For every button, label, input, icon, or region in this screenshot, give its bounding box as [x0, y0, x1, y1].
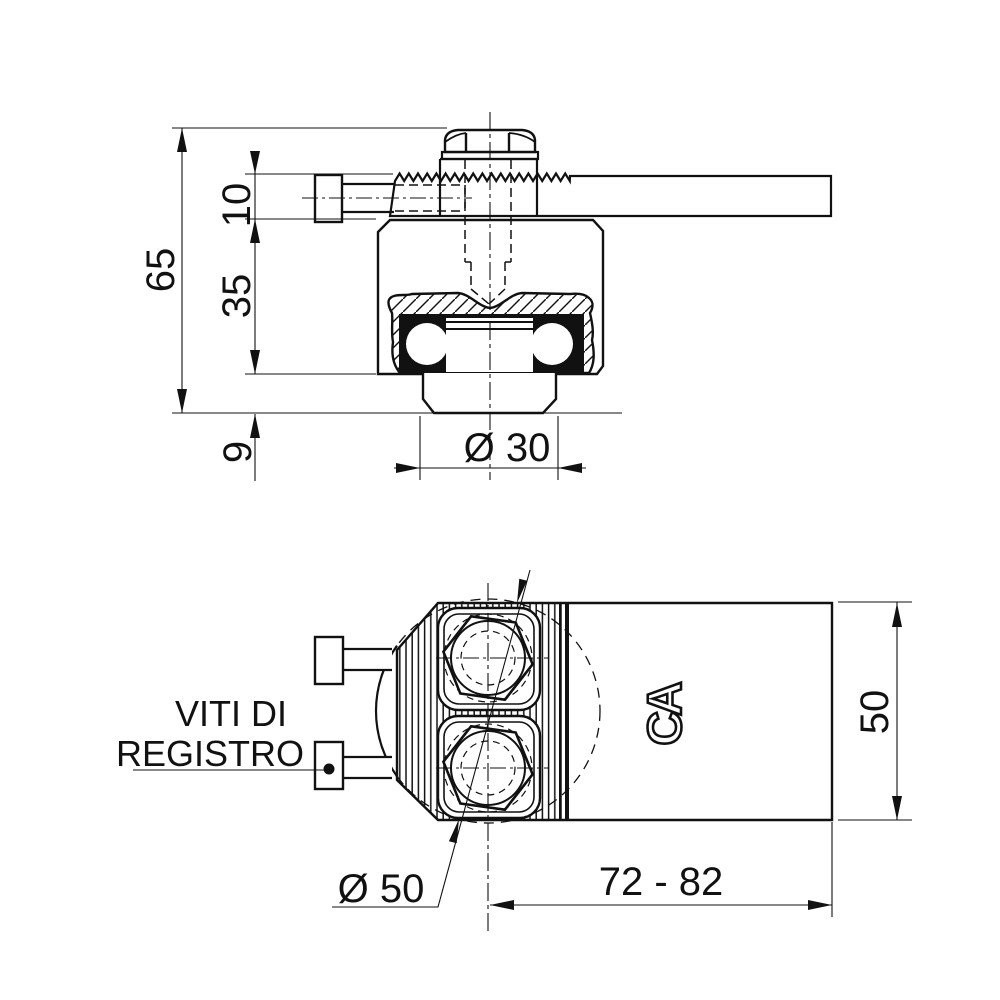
label-leader-dot [323, 763, 335, 775]
dim-adjustment-range: 72 - 82 [599, 860, 724, 904]
clamp-block-edges [438, 157, 539, 216]
dim-total-height: 65 [139, 248, 183, 293]
clamp-block [440, 158, 537, 216]
adjusting-screws-label: VITI DI REGISTRO [116, 693, 335, 775]
dim-body-height: 35 [215, 274, 259, 319]
dim-bar-thickness: 10 [215, 183, 259, 228]
plan-view: CA Ø 50 VITI DI REGISTRO 50 72 - 82 [116, 569, 912, 935]
dim-body-width: 50 [853, 690, 897, 735]
hex-bolt-head [443, 128, 537, 154]
serrated-bar [388, 171, 833, 218]
adjusting-screws-label-line2: REGISTRO [116, 733, 304, 774]
dim-adjustment-range-group: 72 - 82 [490, 822, 833, 917]
ca-logo: CA [639, 682, 692, 746]
dim-hub-diameter: Ø 30 [464, 426, 551, 470]
wheel-diameter-leader [332, 569, 531, 908]
adjusting-screw-top [313, 635, 392, 686]
bearing-ball-left [406, 323, 448, 365]
adjusting-screws-label-line1: VITI DI [175, 693, 287, 734]
dim-wheel-diameter: Ø 50 [338, 867, 425, 911]
side-view-dimensions [172, 127, 622, 481]
hidden-stud [464, 160, 512, 305]
dim-wheel-bottom-offset: 9 [216, 441, 260, 463]
bearing-ball-right [531, 323, 573, 365]
side-view-arrowheads [177, 128, 582, 473]
ball-bearing [399, 314, 584, 374]
dim-body-width-group: 50 [838, 601, 912, 821]
side-view: 65 10 35 9 Ø 30 [139, 112, 833, 481]
